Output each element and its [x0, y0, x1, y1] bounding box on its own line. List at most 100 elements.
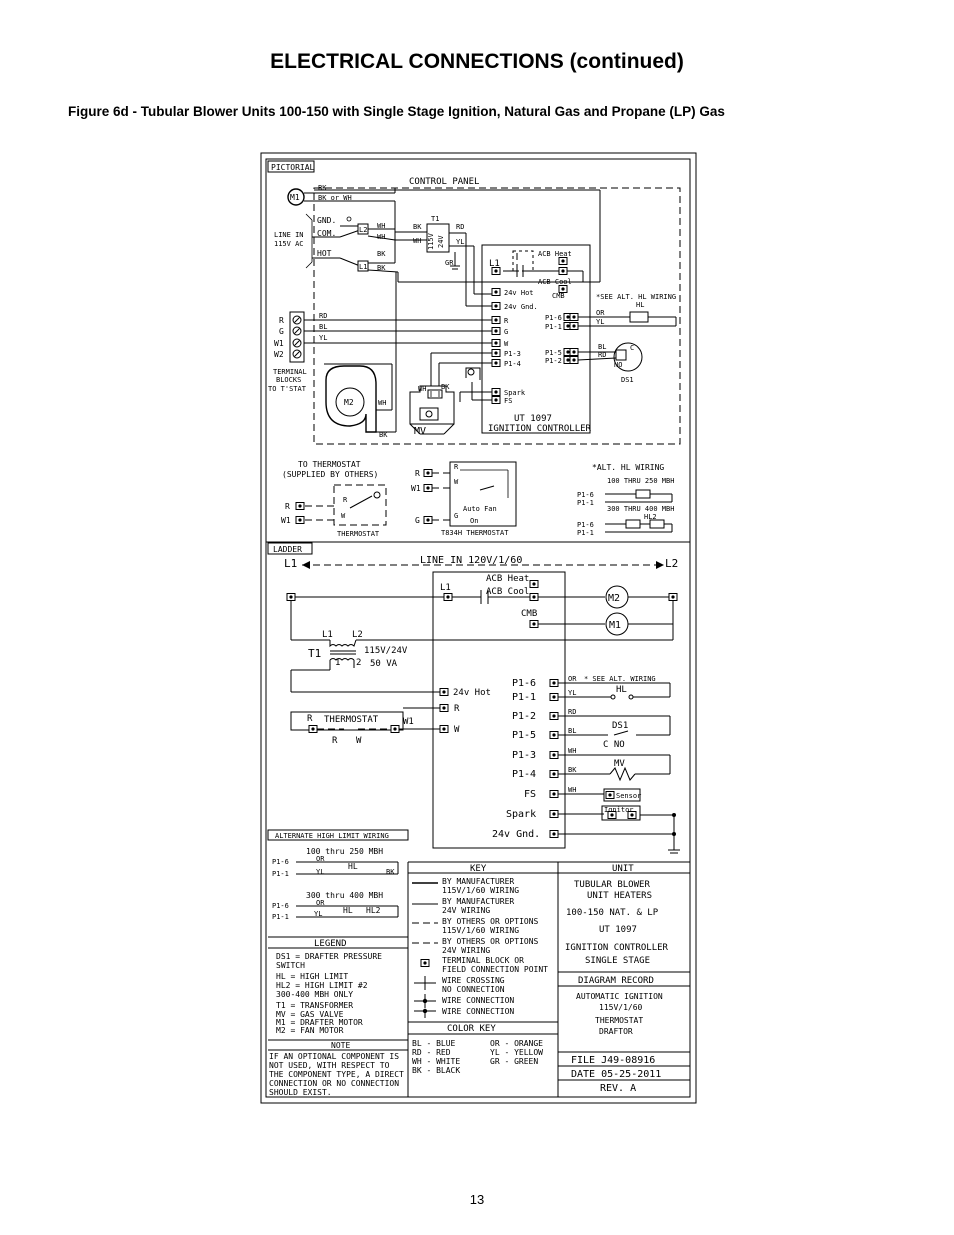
svg-text:C NO: C NO — [603, 740, 625, 750]
svg-text:FS: FS — [524, 789, 536, 800]
svg-text:WH: WH — [413, 237, 421, 245]
svg-text:24v Hot: 24v Hot — [504, 289, 534, 297]
svg-text:P1-6: P1-6 — [272, 902, 289, 910]
svg-text:300-400 MBH ONLY: 300-400 MBH ONLY — [276, 990, 353, 999]
svg-text:W1: W1 — [281, 516, 291, 525]
svg-text:T1: T1 — [308, 647, 321, 660]
svg-text:RD - RED: RD - RED — [412, 1048, 451, 1057]
svg-text:L1: L1 — [359, 263, 367, 271]
svg-text:ACB Cool: ACB Cool — [486, 587, 529, 597]
m1-motor: M1 BK BK or WH — [287, 184, 396, 240]
svg-text:24V: 24V — [437, 235, 445, 248]
svg-text:DIAGRAM RECORD: DIAGRAM RECORD — [578, 976, 654, 986]
svg-text:HL: HL — [343, 906, 353, 915]
svg-text:YL: YL — [316, 868, 324, 876]
svg-text:W1: W1 — [274, 339, 284, 348]
svg-text:AUTOMATIC IGNITION: AUTOMATIC IGNITION — [576, 992, 663, 1001]
svg-text:P1-3: P1-3 — [512, 750, 536, 761]
svg-text:WH: WH — [418, 385, 426, 393]
svg-text:UNIT: UNIT — [612, 864, 634, 874]
svg-text:OR: OR — [596, 309, 605, 317]
svg-text:R: R — [504, 317, 509, 325]
svg-text:115V/24V: 115V/24V — [364, 646, 408, 656]
svg-text:2: 2 — [356, 658, 361, 668]
svg-text:R: R — [415, 469, 420, 478]
svg-text:*ALT. HL WIRING: *ALT. HL WIRING — [592, 463, 664, 472]
svg-text:115V/1/60: 115V/1/60 — [599, 1003, 643, 1012]
svg-text:DS1: DS1 — [621, 376, 634, 384]
svg-text:DATE 05-25-2011: DATE 05-25-2011 — [571, 1069, 661, 1080]
svg-text:NOTE: NOTE — [331, 1041, 350, 1050]
svg-text:OR: OR — [316, 899, 325, 907]
svg-text:24V WIRING: 24V WIRING — [442, 906, 490, 915]
svg-text:RD: RD — [568, 708, 576, 716]
diagram-inner-frame — [265, 158, 691, 1098]
svg-text:L1: L1 — [489, 259, 500, 269]
svg-text:NO CONNECTION: NO CONNECTION — [442, 985, 505, 994]
svg-text:P1-6: P1-6 — [577, 491, 594, 499]
svg-text:IF AN OPTIONAL COMPONENT IS: IF AN OPTIONAL COMPONENT IS — [269, 1052, 399, 1061]
svg-text:P1-1: P1-1 — [512, 692, 536, 703]
svg-text:R: R — [285, 502, 290, 511]
svg-text:100-150 NAT. & LP: 100-150 NAT. & LP — [566, 908, 659, 918]
svg-text:Sensor: Sensor — [616, 792, 641, 800]
diagram-outer-frame — [260, 152, 697, 1104]
thermostat-section: TO THERMOSTAT (SUPPLIED BY OTHERS) THERM… — [281, 460, 674, 538]
svg-text:YL: YL — [596, 318, 604, 326]
svg-text:L1: L1 — [284, 557, 297, 570]
svg-text:L2: L2 — [359, 226, 367, 234]
svg-text:HL2 = HIGH LIMIT #2: HL2 = HIGH LIMIT #2 — [276, 981, 368, 990]
svg-text:24V WIRING: 24V WIRING — [442, 946, 490, 955]
svg-text:T834H THERMOSTAT: T834H THERMOSTAT — [441, 529, 509, 537]
svg-text:YL: YL — [319, 334, 327, 342]
svg-text:P1-1: P1-1 — [272, 870, 289, 878]
svg-text:M1 = DRAFTER MOTOR: M1 = DRAFTER MOTOR — [276, 1018, 363, 1027]
svg-text:M1: M1 — [290, 193, 300, 202]
svg-text:P1-6: P1-6 — [545, 314, 562, 322]
svg-text:WIRE CONNECTION: WIRE CONNECTION — [442, 996, 514, 1005]
bottom-tables: ALTERNATE HIGH LIMIT WIRING 100 thru 250… — [267, 829, 690, 1097]
svg-text:HL: HL — [636, 301, 644, 309]
svg-text:R: R — [454, 704, 460, 714]
ladder-section: LADDER L1 L2 LINE IN 120V/1/60 L1 ACB He… — [266, 541, 690, 854]
svg-text:LINE IN 120V/1/60: LINE IN 120V/1/60 — [420, 555, 522, 566]
svg-text:W: W — [504, 340, 509, 348]
svg-text:M1: M1 — [609, 620, 621, 631]
svg-text:WH: WH — [377, 222, 385, 230]
svg-text:100 thru 250 MBH: 100 thru 250 MBH — [306, 847, 383, 856]
svg-text:BK or WH: BK or WH — [318, 194, 352, 202]
svg-text:P1-2: P1-2 — [545, 357, 562, 365]
svg-text:GND.: GND. — [317, 216, 336, 225]
svg-text:BY MANUFACTURER: BY MANUFACTURER — [442, 877, 514, 886]
svg-text:ACB Heat: ACB Heat — [486, 574, 529, 584]
ds1-switch: C NO DS1 BL RD — [577, 342, 643, 384]
svg-text:TERMINAL BLOCK OR: TERMINAL BLOCK OR — [442, 956, 524, 965]
svg-text:NOT USED, WITH RESPECT TO: NOT USED, WITH RESPECT TO — [269, 1061, 390, 1070]
svg-text:COLOR KEY: COLOR KEY — [447, 1024, 496, 1034]
svg-text:COM.: COM. — [317, 229, 336, 238]
svg-text:W1: W1 — [403, 717, 414, 727]
svg-text:Spark: Spark — [504, 389, 526, 397]
svg-text:UT 1097: UT 1097 — [514, 414, 552, 424]
svg-text:1: 1 — [335, 658, 340, 668]
svg-text:L1: L1 — [440, 583, 451, 593]
svg-text:M2: M2 — [608, 593, 620, 604]
svg-text:TERMINAL: TERMINAL — [273, 368, 307, 376]
svg-text:P1-5: P1-5 — [512, 730, 536, 741]
svg-text:LEGEND: LEGEND — [314, 939, 347, 949]
svg-text:CMB: CMB — [521, 609, 537, 619]
svg-text:P1-4: P1-4 — [504, 360, 521, 368]
svg-text:BL: BL — [598, 343, 606, 351]
svg-text:BL - BLUE: BL - BLUE — [412, 1039, 456, 1048]
svg-text:W: W — [454, 725, 460, 735]
control-panel-label: CONTROL PANEL — [409, 177, 479, 187]
svg-text:24v Hot: 24v Hot — [453, 688, 491, 698]
svg-text:THERMOSTAT: THERMOSTAT — [337, 530, 380, 538]
svg-text:YL: YL — [568, 689, 576, 697]
svg-text:115V: 115V — [427, 232, 435, 250]
mv-gas-valve: WH BK MV — [409, 352, 492, 437]
svg-text:SINGLE STAGE: SINGLE STAGE — [585, 956, 650, 966]
svg-text:* SEE ALT. WIRING: * SEE ALT. WIRING — [584, 675, 656, 683]
svg-text:R: R — [332, 736, 338, 746]
